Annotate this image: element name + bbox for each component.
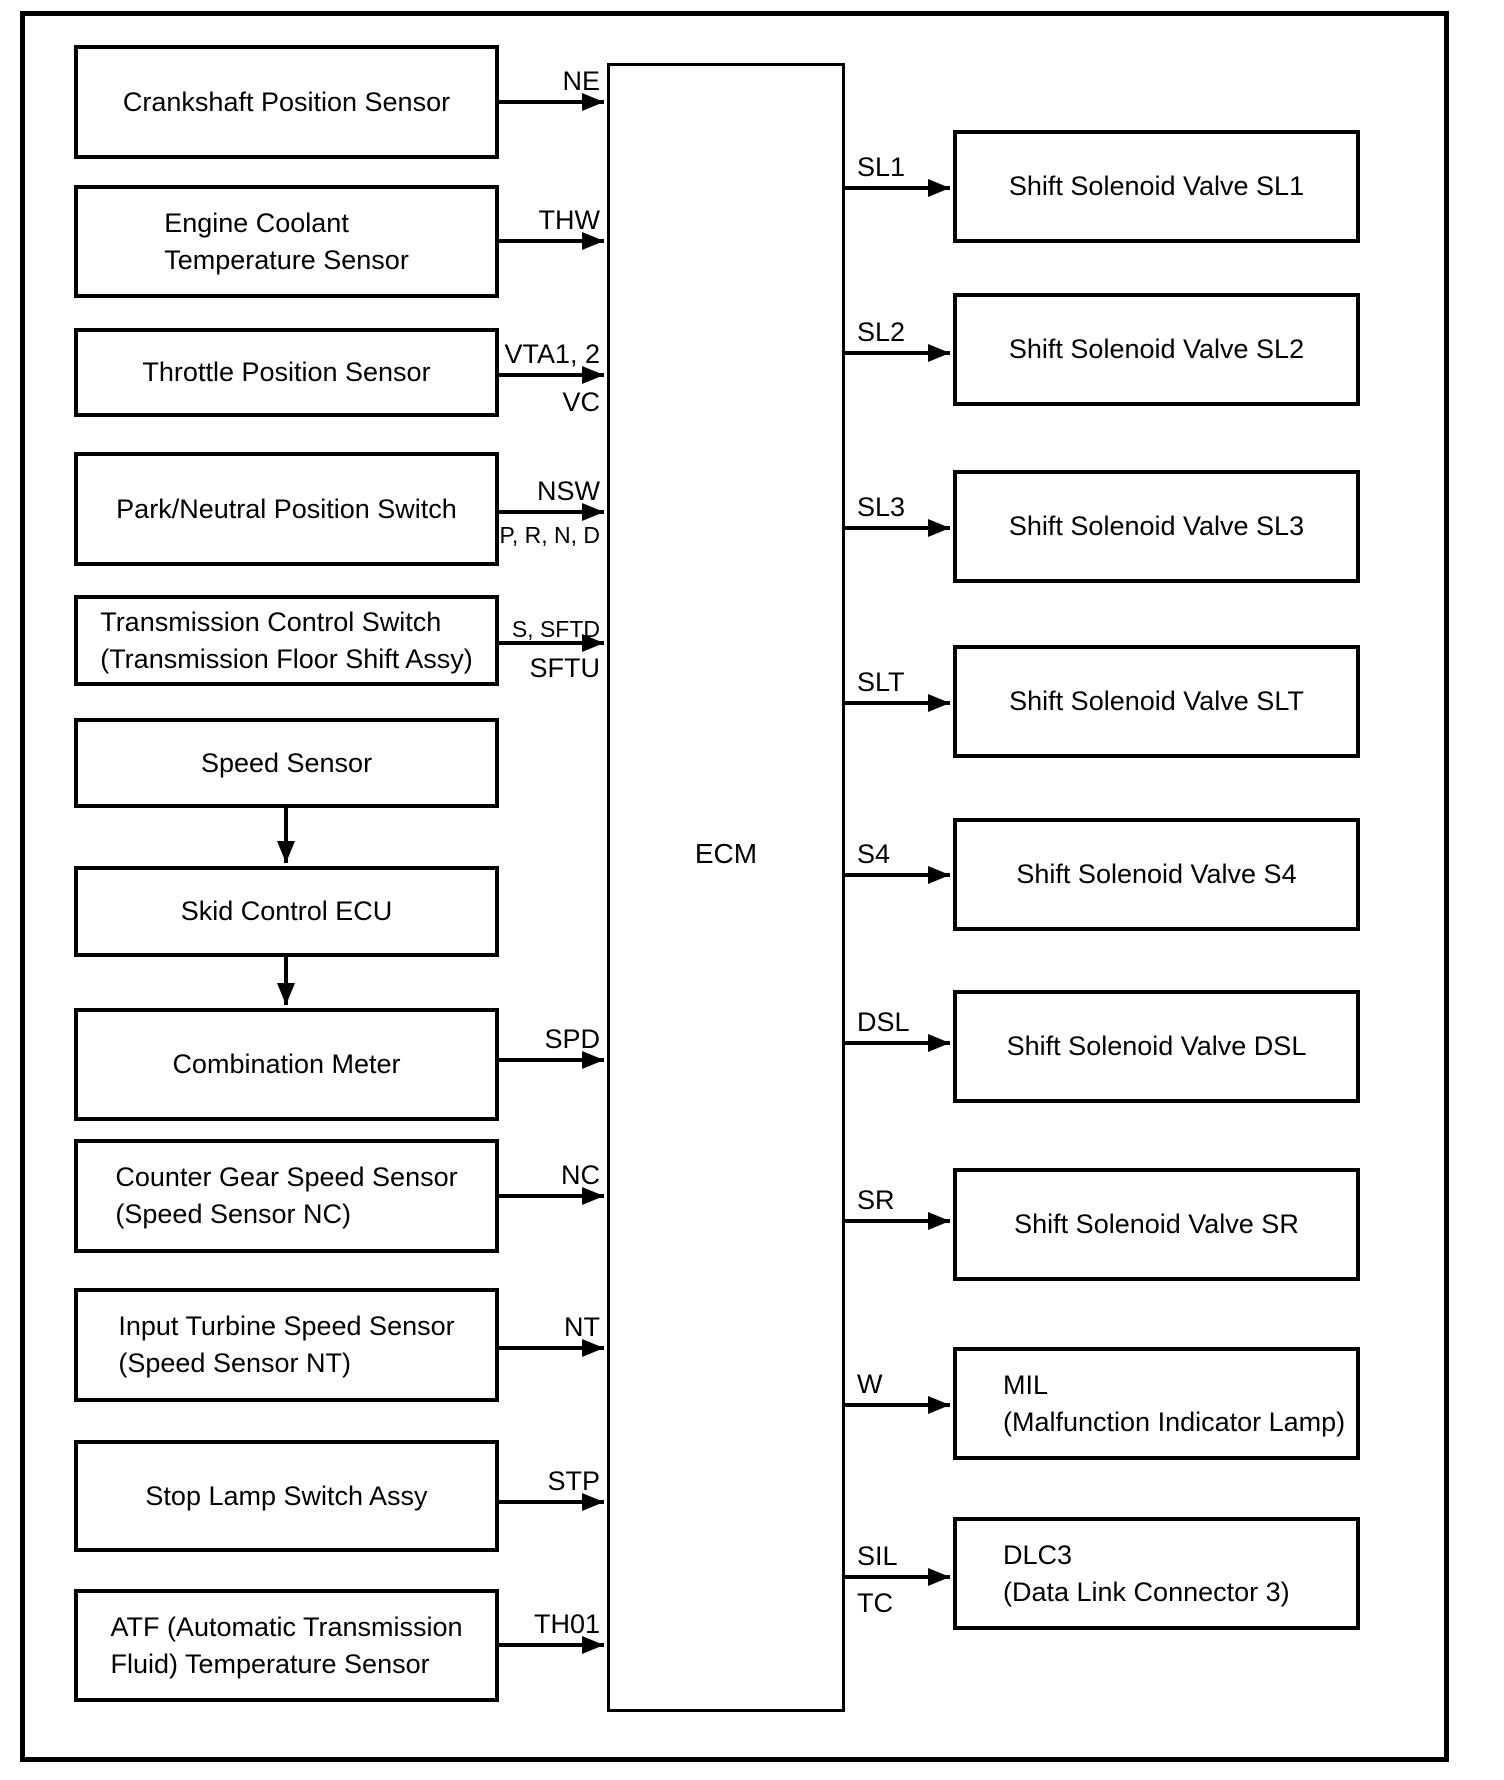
signal-label-sl2: SL2 bbox=[857, 317, 906, 347]
node-label: Engine Coolant Temperature Sensor bbox=[164, 207, 409, 275]
node-combination-meter: Combination Meter bbox=[74, 1008, 499, 1121]
node-ecm bbox=[607, 63, 845, 1712]
signal-label-sl1: SL1 bbox=[857, 152, 906, 182]
signal-label-nc: NC bbox=[561, 1160, 600, 1190]
node-label: ATF (Automatic Transmission Fluid) Tempe… bbox=[110, 1611, 463, 1679]
node-shift-solenoid-valve-slt: Shift Solenoid Valve SLT bbox=[953, 645, 1360, 758]
node-label: Park/Neutral Position Switch bbox=[116, 493, 457, 524]
diagram-border bbox=[20, 11, 1449, 1762]
signal-label-prnd: P, R, N, D bbox=[499, 522, 600, 548]
signal-label-sil: SIL bbox=[857, 1541, 898, 1571]
signal-label-sl3: SL3 bbox=[857, 492, 906, 522]
node-label: Skid Control ECU bbox=[180, 896, 393, 926]
node-label: Shift Solenoid Valve SLT bbox=[1009, 686, 1304, 716]
signal-label-dsl: DSL bbox=[857, 1007, 910, 1037]
signal-label-stp: STP bbox=[547, 1466, 600, 1496]
node-throttle-position-sensor: Throttle Position Sensor bbox=[74, 328, 499, 417]
node-label: Shift Solenoid Valve SR bbox=[1014, 1209, 1299, 1239]
signal-label-sftu: SFTU bbox=[529, 653, 601, 683]
node-counter-gear-speed-sensor: Counter Gear Speed Sensor (Speed Sensor … bbox=[74, 1139, 499, 1253]
node-label: MIL (Malfunction Indicator Lamp) bbox=[1003, 1369, 1346, 1437]
node-label: Shift Solenoid Valve S4 bbox=[1016, 859, 1297, 889]
node-shift-solenoid-valve-sl2: Shift Solenoid Valve SL2 bbox=[953, 293, 1360, 406]
signal-label-thw: THW bbox=[538, 205, 600, 235]
signal-label-slt: SLT bbox=[857, 667, 905, 697]
ecm-label: ECM bbox=[694, 838, 758, 869]
signal-label-nsw: NSW bbox=[537, 476, 600, 506]
node-park-neutral-position-switch: Park/Neutral Position Switch bbox=[74, 452, 499, 566]
node-speed-sensor: Speed Sensor bbox=[74, 718, 499, 808]
node-label: Combination Meter bbox=[172, 1049, 401, 1079]
node-label: Input Turbine Speed Sensor (Speed Sensor… bbox=[118, 1311, 455, 1378]
node-shift-solenoid-valve-sl1: Shift Solenoid Valve SL1 bbox=[953, 130, 1360, 243]
node-dlc3: DLC3 (Data Link Connector 3) bbox=[953, 1517, 1360, 1630]
signal-label-ne: NE bbox=[562, 66, 600, 96]
node-stop-lamp-switch-assy: Stop Lamp Switch Assy bbox=[74, 1440, 499, 1552]
signal-label-nt: NT bbox=[564, 1312, 600, 1342]
node-input-turbine-speed-sensor: Input Turbine Speed Sensor (Speed Sensor… bbox=[74, 1288, 499, 1402]
node-label: Shift Solenoid Valve SL1 bbox=[1008, 171, 1305, 201]
node-label: Shift Solenoid Valve DSL bbox=[1006, 1031, 1307, 1061]
node-label: Crankshaft Position Sensor bbox=[122, 86, 451, 117]
signal-label-s4: S4 bbox=[857, 839, 891, 869]
node-atf-temperature-sensor: ATF (Automatic Transmission Fluid) Tempe… bbox=[74, 1589, 499, 1702]
node-label: Counter Gear Speed Sensor (Speed Sensor … bbox=[115, 1162, 458, 1229]
node-label: Throttle Position Sensor bbox=[142, 357, 431, 387]
node-shift-solenoid-valve-s4: Shift Solenoid Valve S4 bbox=[953, 818, 1360, 931]
node-shift-solenoid-valve-sl3: Shift Solenoid Valve SL3 bbox=[953, 470, 1360, 583]
node-label: Stop Lamp Switch Assy bbox=[145, 1480, 428, 1511]
signal-label-tc: TC bbox=[857, 1588, 893, 1618]
node-label: Shift Solenoid Valve SL2 bbox=[1008, 334, 1305, 364]
node-skid-control-ecu: Skid Control ECU bbox=[74, 866, 499, 957]
signal-label-s-sftd: S, SFTD bbox=[511, 616, 600, 642]
signal-label-sr: SR bbox=[857, 1185, 895, 1215]
node-crankshaft-position-sensor: Crankshaft Position Sensor bbox=[74, 45, 499, 159]
signal-label-vc: VC bbox=[562, 387, 600, 417]
node-label: DLC3 (Data Link Connector 3) bbox=[1003, 1539, 1290, 1607]
signal-label-th01: TH01 bbox=[533, 1609, 600, 1639]
node-label: Transmission Control Switch (Transmissio… bbox=[100, 606, 473, 674]
node-engine-coolant-temperature-sensor: Engine Coolant Temperature Sensor bbox=[74, 185, 499, 298]
node-label: Speed Sensor bbox=[200, 747, 373, 778]
signal-label-vta: VTA1, 2 bbox=[504, 339, 600, 369]
node-shift-solenoid-valve-sr: Shift Solenoid Valve SR bbox=[953, 1168, 1360, 1281]
node-mil: MIL (Malfunction Indicator Lamp) bbox=[953, 1347, 1360, 1460]
node-transmission-control-switch: Transmission Control Switch (Transmissio… bbox=[74, 595, 499, 686]
signal-label-spd: SPD bbox=[544, 1024, 600, 1054]
signal-label-w: W bbox=[857, 1369, 883, 1399]
node-shift-solenoid-valve-dsl: Shift Solenoid Valve DSL bbox=[953, 990, 1360, 1103]
node-label: Shift Solenoid Valve SL3 bbox=[1008, 511, 1305, 541]
